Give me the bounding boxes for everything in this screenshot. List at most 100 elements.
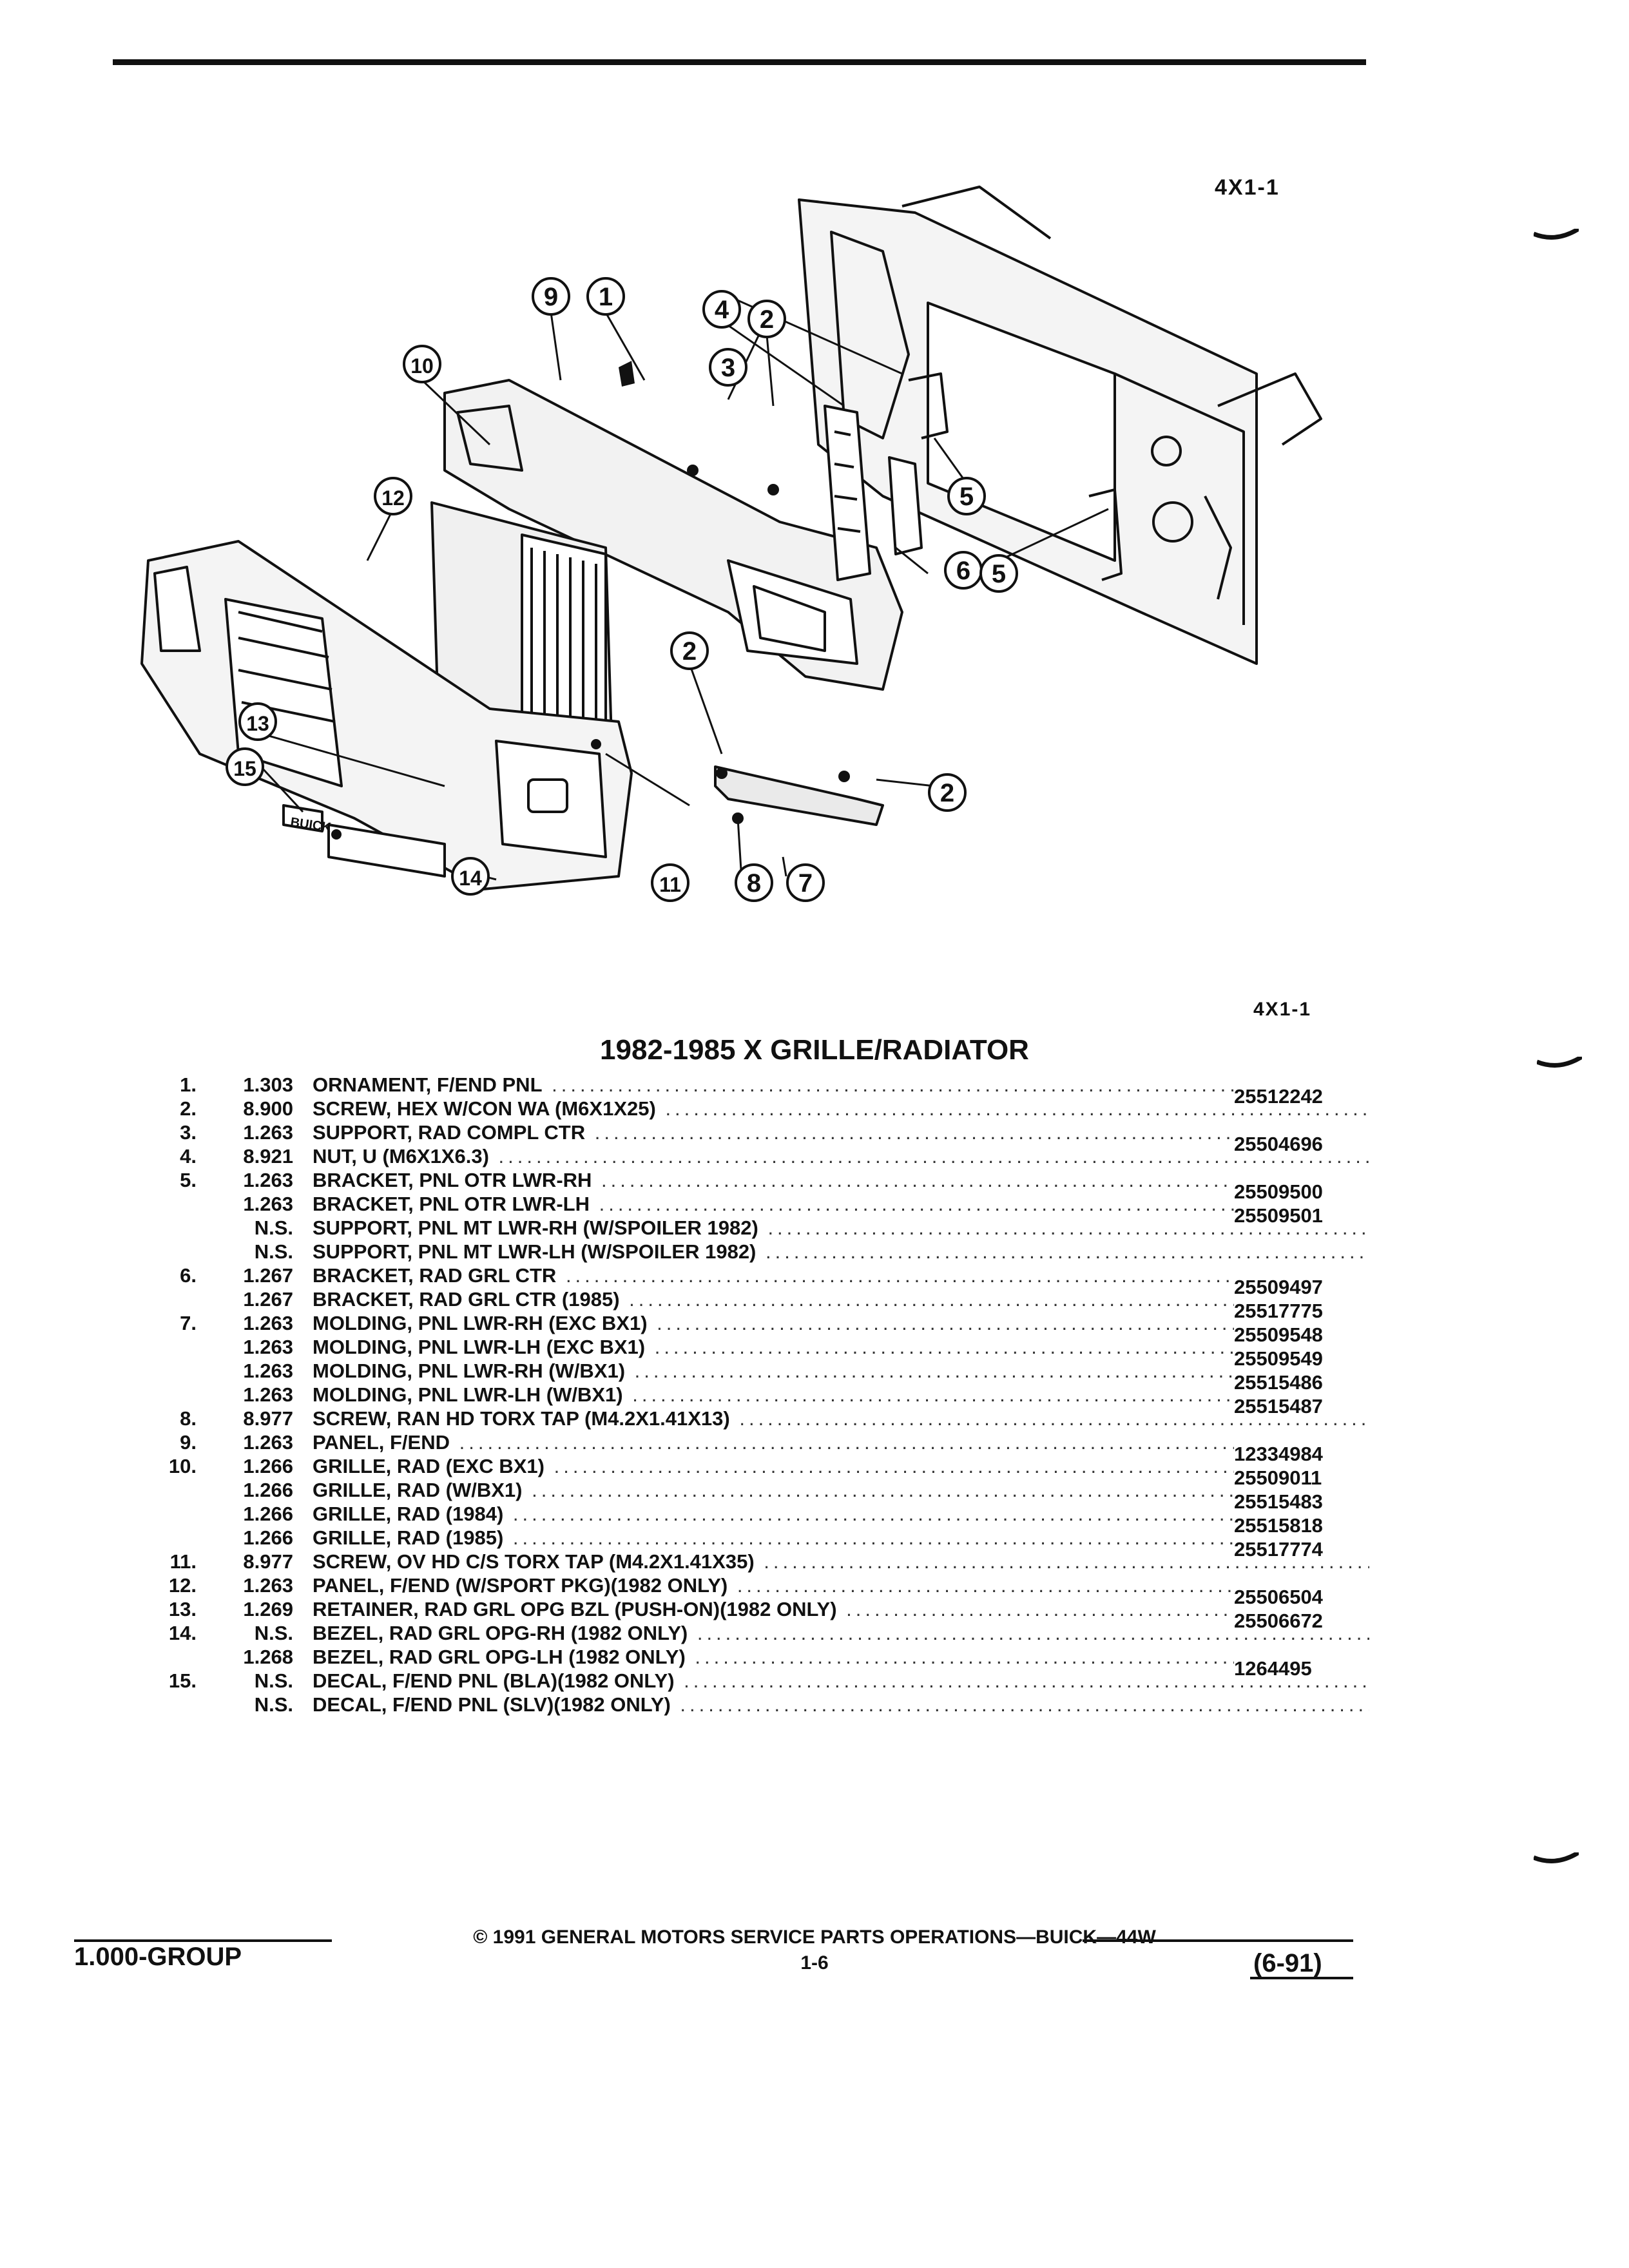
- leader-dots: ........................................…: [766, 1240, 1369, 1263]
- item-number: 5.: [180, 1169, 197, 1191]
- part-detail: , PNL MT LWR-LH (W/SPOILER 1982): [407, 1240, 757, 1263]
- part-name: BEZEL: [313, 1622, 378, 1644]
- part-detail: , PNL MT LWR-RH (W/SPOILER 1982): [407, 1216, 758, 1239]
- callout-number: 12: [381, 486, 405, 510]
- radiator-support-frame: [798, 186, 1322, 665]
- bezel-and-decal: [282, 804, 446, 878]
- part-number: 25515483: [1234, 1490, 1376, 1514]
- group-number: 1.267: [243, 1264, 293, 1287]
- item-number: 4.: [180, 1145, 197, 1168]
- part-description: BRACKET, PNL OTR LWR-LH ................…: [313, 1192, 1369, 1216]
- part-detail: , RAN HD TORX TAP (M4.2X1.41X13): [385, 1407, 730, 1430]
- item-number: 10.: [168, 1455, 197, 1477]
- group-number: 1.263: [243, 1169, 293, 1191]
- callout-number: 2: [940, 779, 954, 807]
- parts-row: 15.N.S.DECAL, F/END PNL (BLA)(1982 ONLY)…: [164, 1669, 1376, 1693]
- part-description: SUPPORT, RAD COMPL CTR .................…: [313, 1120, 1369, 1144]
- callout-number: 10: [410, 354, 434, 378]
- part-detail: , U (M6X1X6.3): [351, 1145, 489, 1168]
- item-number: 7.: [180, 1312, 197, 1334]
- leader-dots: ........................................…: [739, 1407, 1369, 1430]
- parts-row: 9. 1.263 PANEL, F/END ....................…: [164, 1430, 1376, 1466]
- part-number: 25517775: [1234, 1299, 1376, 1323]
- lower-molding: [714, 765, 884, 826]
- part-name: BRACKET: [313, 1169, 409, 1191]
- callout-circle: [947, 477, 986, 515]
- part-description: GRILLE, RAD (EXC BX1) ..................…: [313, 1454, 1369, 1478]
- part-detail: , PNL LWR-RH (W/BX1): [407, 1360, 626, 1382]
- parts-row: 5. 1.263 BRACKET, PNL OTR LWR-RH .........…: [164, 1168, 1376, 1204]
- group-number: 1.263: [243, 1431, 293, 1454]
- part-name: MOLDING: [313, 1336, 407, 1358]
- part-number: 25504696: [1234, 1132, 1376, 1156]
- part-description: PANEL, F/END ...........................…: [313, 1430, 1369, 1454]
- part-number: 25517774: [1234, 1537, 1376, 1561]
- item-number: 6.: [180, 1264, 197, 1287]
- part-detail: , HEX W/CON WA (M6X1X25): [385, 1097, 656, 1120]
- part-detail: , RAD (1985): [385, 1526, 504, 1549]
- group-number: N.S.: [254, 1622, 293, 1644]
- page-reference-top: 4X1-1: [1215, 175, 1280, 200]
- part-description: BRACKET, RAD GRL CTR ...................…: [313, 1264, 1369, 1287]
- part-number: 25512242: [1234, 1084, 1376, 1108]
- leader-dots: ........................................…: [512, 1526, 1369, 1549]
- callout-number: 8: [747, 869, 761, 898]
- part-description: GRILLE, RAD (W/BX1) ....................…: [313, 1478, 1369, 1502]
- footer-copyright: © 1991 GENERAL MOTORS SERVICE PARTS OPER…: [473, 1927, 1156, 1948]
- group-number: 1.303: [243, 1073, 293, 1096]
- part-description: BRACKET, PNL OTR LWR-RH ................…: [313, 1168, 1369, 1192]
- part-name: ORNAMENT: [313, 1073, 426, 1096]
- group-number: 1.263: [243, 1360, 293, 1382]
- group-number: 1.263: [243, 1312, 293, 1334]
- item-number: 9.: [180, 1431, 197, 1454]
- part-detail: , RAD (1984): [385, 1503, 504, 1525]
- callout-circle: [747, 300, 786, 338]
- callout-number: 14: [459, 867, 482, 890]
- leader-dots: ........................................…: [697, 1622, 1369, 1644]
- group-number: N.S.: [254, 1669, 293, 1692]
- item-number: 13.: [168, 1598, 197, 1620]
- support-center: [824, 372, 1123, 581]
- part-detail: , RAD GRL CTR (1985): [408, 1288, 620, 1311]
- part-detail: , OV HD C/S TORX TAP (M4.2X1.41X35): [385, 1550, 755, 1573]
- callout-number: 5: [959, 483, 974, 511]
- group-number: 8.921: [243, 1145, 293, 1168]
- part-number: 25509548: [1234, 1323, 1376, 1347]
- part-number: 25515818: [1234, 1514, 1376, 1537]
- callout-number: 11: [659, 873, 681, 896]
- part-name: RETAINER: [313, 1598, 414, 1620]
- group-number: 1.263: [243, 1336, 293, 1358]
- part-detail: , PNL LWR-LH (W/BX1): [407, 1383, 623, 1406]
- part-number: 12334984: [1234, 1442, 1376, 1466]
- footer-rule-left: [74, 1939, 332, 1942]
- parts-row: 6. 1.267 BRACKET, RAD GRL CTR ............…: [164, 1264, 1376, 1299]
- part-name: BRACKET: [313, 1288, 409, 1311]
- callout-number: 3: [721, 354, 735, 382]
- part-description: MOLDING, PNL LWR-LH (W/BX1) ............…: [313, 1383, 1369, 1407]
- part-detail: , PNL LWR-RH (EXC BX1): [407, 1312, 648, 1334]
- callout-number: 2: [760, 305, 774, 334]
- callout-number: 6: [956, 557, 970, 585]
- group-number: 1.266: [243, 1479, 293, 1501]
- callout-circle: [532, 277, 570, 316]
- callout-circle: [238, 702, 277, 741]
- part-detail: , RAD GRL OPG-LH (1982 ONLY): [378, 1646, 686, 1668]
- footer-page-number: 1-6: [800, 1952, 829, 1974]
- part-name: GRILLE: [313, 1526, 386, 1549]
- group-number: 1.266: [243, 1526, 293, 1549]
- footer-date: (6-91): [1253, 1949, 1322, 1977]
- callout-circle: [403, 345, 441, 383]
- parts-row: N.S.SUPPORT, PNL MT LWR-RH (W/SPOILER 19…: [164, 1216, 1376, 1240]
- part-name: SUPPORT: [313, 1216, 407, 1239]
- group-number: 8.977: [243, 1407, 293, 1430]
- part-detail: , PNL OTR LWR-RH: [408, 1169, 592, 1191]
- part-detail: , F/END: [378, 1431, 450, 1454]
- grille-panel: [430, 501, 613, 762]
